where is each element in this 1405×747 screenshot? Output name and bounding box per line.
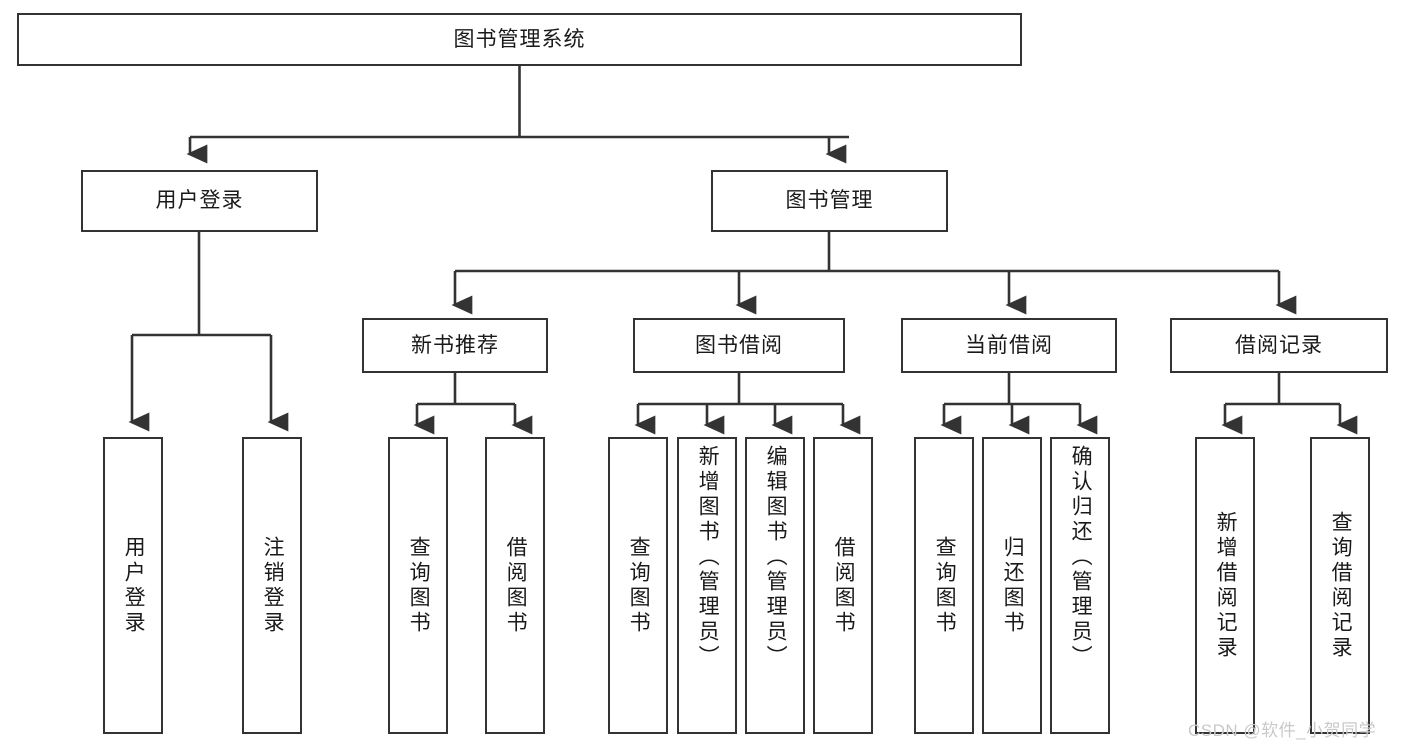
node-borrow-record[interactable]: 借阅记录	[1170, 318, 1388, 373]
node-leaf-query-book-2[interactable]: 查询图书	[608, 437, 668, 734]
node-label: 借阅记录	[1235, 333, 1323, 357]
node-leaf-add-record[interactable]: 新增借阅记录	[1195, 437, 1255, 734]
node-leaf-edit-book[interactable]: 编辑图书（管理员）	[745, 437, 805, 734]
node-new-book-recommend[interactable]: 新书推荐	[362, 318, 548, 373]
node-label: 查询图书	[407, 535, 431, 636]
node-leaf-query-book-3[interactable]: 查询图书	[914, 437, 974, 734]
node-label: 新增图书（管理员）	[696, 445, 720, 670]
node-current-borrow[interactable]: 当前借阅	[901, 318, 1117, 373]
node-leaf-user-login[interactable]: 用户登录	[103, 437, 163, 734]
node-root-book-management-system[interactable]: 图书管理系统	[17, 13, 1022, 66]
node-leaf-user-logout[interactable]: 注销登录	[242, 437, 302, 734]
node-label: 确认归还（管理员）	[1069, 445, 1093, 670]
node-book-management[interactable]: 图书管理	[711, 170, 948, 232]
node-leaf-add-book[interactable]: 新增图书（管理员）	[677, 437, 737, 734]
node-leaf-borrow-book-1[interactable]: 借阅图书	[485, 437, 545, 734]
node-leaf-return-book[interactable]: 归还图书	[982, 437, 1042, 734]
node-label: 查询图书	[627, 535, 651, 636]
csdn-watermark: CSDN @软件_小贺同学	[1188, 721, 1377, 740]
node-label: 新增借阅记录	[1214, 510, 1238, 661]
node-leaf-query-record[interactable]: 查询借阅记录	[1310, 437, 1370, 734]
node-label: 借阅图书	[832, 535, 856, 636]
node-label: 归还图书	[1001, 535, 1025, 636]
node-label: 借阅图书	[504, 535, 528, 636]
node-label: 用户登录	[122, 535, 146, 636]
node-label: 新书推荐	[411, 333, 499, 357]
node-leaf-borrow-book-2[interactable]: 借阅图书	[813, 437, 873, 734]
node-book-borrow[interactable]: 图书借阅	[633, 318, 845, 373]
node-label: 编辑图书（管理员）	[764, 445, 788, 670]
node-leaf-confirm-return[interactable]: 确认归还（管理员）	[1050, 437, 1110, 734]
node-label: 图书管理系统	[453, 27, 586, 51]
node-leaf-query-book-1[interactable]: 查询图书	[388, 437, 448, 734]
node-label: 查询借阅记录	[1329, 510, 1353, 661]
node-label: 图书管理	[785, 189, 874, 213]
node-label: 图书借阅	[695, 333, 783, 357]
node-label: 当前借阅	[965, 333, 1053, 357]
node-label: 用户登录	[155, 189, 244, 213]
node-user-login[interactable]: 用户登录	[81, 170, 318, 232]
node-label: 查询图书	[933, 535, 957, 636]
node-label: 注销登录	[261, 535, 285, 636]
